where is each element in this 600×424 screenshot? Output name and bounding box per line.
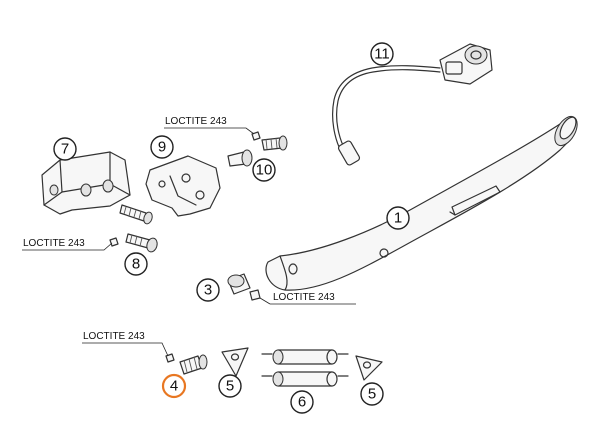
callout-5-left: 5 [218, 374, 242, 398]
callout-11: 11 [370, 42, 394, 66]
callout-8: 8 [124, 252, 148, 276]
part-6-bushings [261, 349, 349, 387]
part-11-switch [332, 43, 493, 166]
callout-7-text: 7 [61, 141, 69, 158]
callout-10: 10 [252, 158, 276, 182]
part-8-screws [109, 204, 158, 253]
callout-5-right: 5 [360, 382, 384, 406]
callout-7: 7 [53, 137, 77, 161]
loctite-label-left: LOCTITE 243 [23, 238, 85, 249]
callout-10-text: 10 [256, 162, 273, 179]
callout-6-text: 6 [298, 394, 306, 411]
part-10-screws [227, 131, 288, 167]
callout-5-left-text: 5 [226, 378, 234, 395]
callout-9: 9 [150, 135, 174, 159]
callout-8-text: 8 [132, 256, 140, 273]
part-7-bracket [41, 151, 131, 215]
callout-6: 6 [290, 390, 314, 414]
part-1-side-stand [265, 115, 578, 291]
callout-9-text: 9 [158, 139, 166, 156]
part-3-bolt [227, 273, 261, 301]
loctite-label-top: LOCTITE 243 [165, 116, 227, 127]
part-9-plate [145, 155, 221, 217]
part-5-plates [221, 347, 383, 381]
callout-1: 1 [386, 206, 410, 230]
loctite-label-mid: LOCTITE 243 [273, 292, 335, 303]
loctite-label-bottom: LOCTITE 243 [83, 331, 145, 342]
part-4-screw [165, 353, 208, 375]
leader-lines [22, 127, 356, 357]
callout-4: 4 [161, 373, 187, 399]
callout-11-text: 11 [374, 46, 390, 63]
callout-4-text: 4 [170, 378, 178, 395]
callout-5-right-text: 5 [368, 386, 376, 403]
callout-3-text: 3 [204, 282, 212, 299]
callout-3: 3 [196, 278, 220, 302]
callout-1-text: 1 [394, 210, 402, 227]
